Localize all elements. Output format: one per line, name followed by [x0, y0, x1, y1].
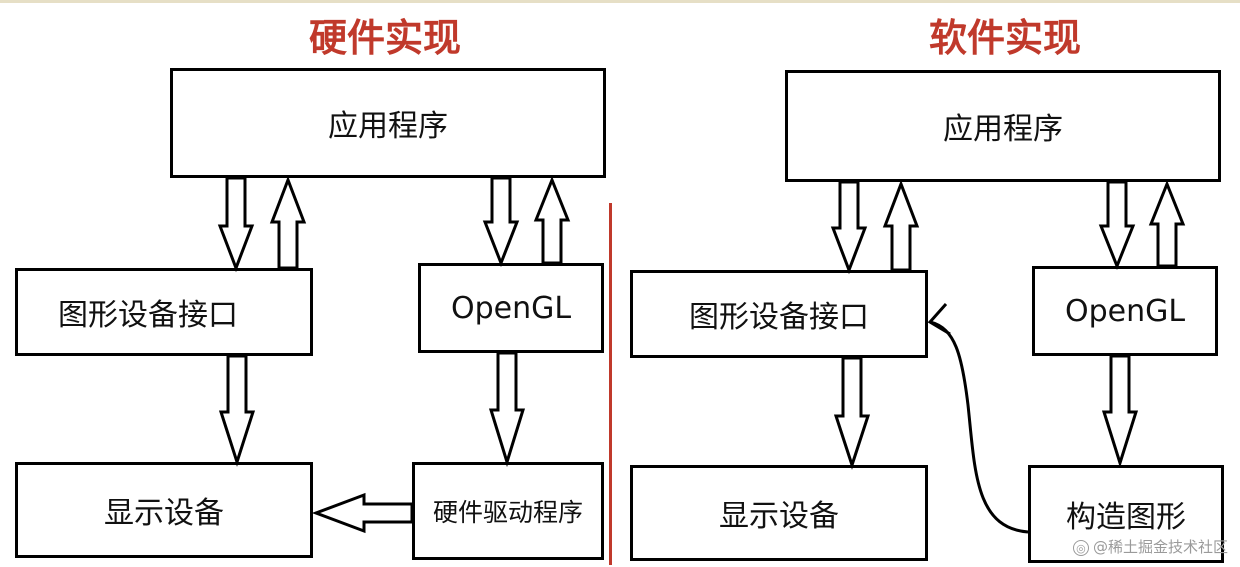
sw-application-box: 应用程序: [785, 70, 1221, 182]
watermark-logo-icon: ◎: [1072, 539, 1089, 556]
sw-arrow-gdi-to-app: [882, 179, 920, 272]
hw-arrow-gdi-to-display: [218, 354, 256, 467]
sw-curve-construct-to-gdi: [929, 320, 1029, 534]
sw-gdi-label: 图形设备接口: [689, 300, 869, 335]
sw-application-label: 应用程序: [943, 112, 1063, 147]
sw-opengl-label: OpenGL: [1064, 293, 1186, 329]
hw-opengl-box: OpenGL: [418, 263, 604, 353]
watermark-text: @稀土掘金技术社区: [1092, 538, 1228, 556]
hw-arrow-opengl-to-driver: [488, 351, 526, 468]
sw-construct-label: 构造图形: [1066, 500, 1186, 535]
sw-arrow-app-to-opengl: [1098, 180, 1136, 271]
watermark: ◎@稀土掘金技术社区: [1072, 536, 1228, 557]
hw-driver-box: 硬件驱动程序: [412, 462, 604, 560]
sw-display-label: 显示设备: [719, 499, 839, 534]
sw-arrow-opengl-to-construct: [1101, 354, 1139, 469]
hw-opengl-label: OpenGL: [450, 290, 572, 326]
sw-construct-box: 构造图形: [1028, 465, 1224, 563]
sw-gdi-box: 图形设备接口: [630, 270, 928, 358]
sw-display-box: 显示设备: [630, 465, 928, 561]
hw-arrow-app-to-gdi: [217, 176, 255, 273]
hw-arrow-driver-to-display: [311, 492, 414, 534]
software-title: 软件实现: [928, 16, 1081, 60]
hw-application-label: 应用程序: [328, 109, 448, 144]
hw-gdi-box: 图形设备接口: [15, 268, 313, 356]
hw-application-box: 应用程序: [170, 68, 606, 178]
hw-display-box: 显示设备: [15, 462, 313, 558]
hw-display-label: 显示设备: [104, 496, 224, 531]
hw-arrow-app-to-opengl: [482, 176, 520, 268]
sw-opengl-box: OpenGL: [1032, 266, 1218, 356]
sw-arrow-opengl-to-app: [1148, 179, 1186, 268]
hw-gdi-label: 图形设备接口: [58, 298, 238, 333]
top-border-line: [0, 0, 1240, 3]
section-divider: [609, 203, 612, 565]
hw-arrow-opengl-to-app: [533, 175, 571, 265]
hw-arrow-gdi-to-app: [269, 175, 307, 270]
hw-driver-label: 硬件驱动程序: [432, 498, 583, 527]
sw-curve-arrowhead: [927, 303, 951, 336]
sw-arrow-app-to-gdi: [830, 180, 868, 275]
sw-arrow-gdi-to-display: [833, 356, 871, 470]
hardware-title: 硬件实现: [308, 16, 461, 60]
